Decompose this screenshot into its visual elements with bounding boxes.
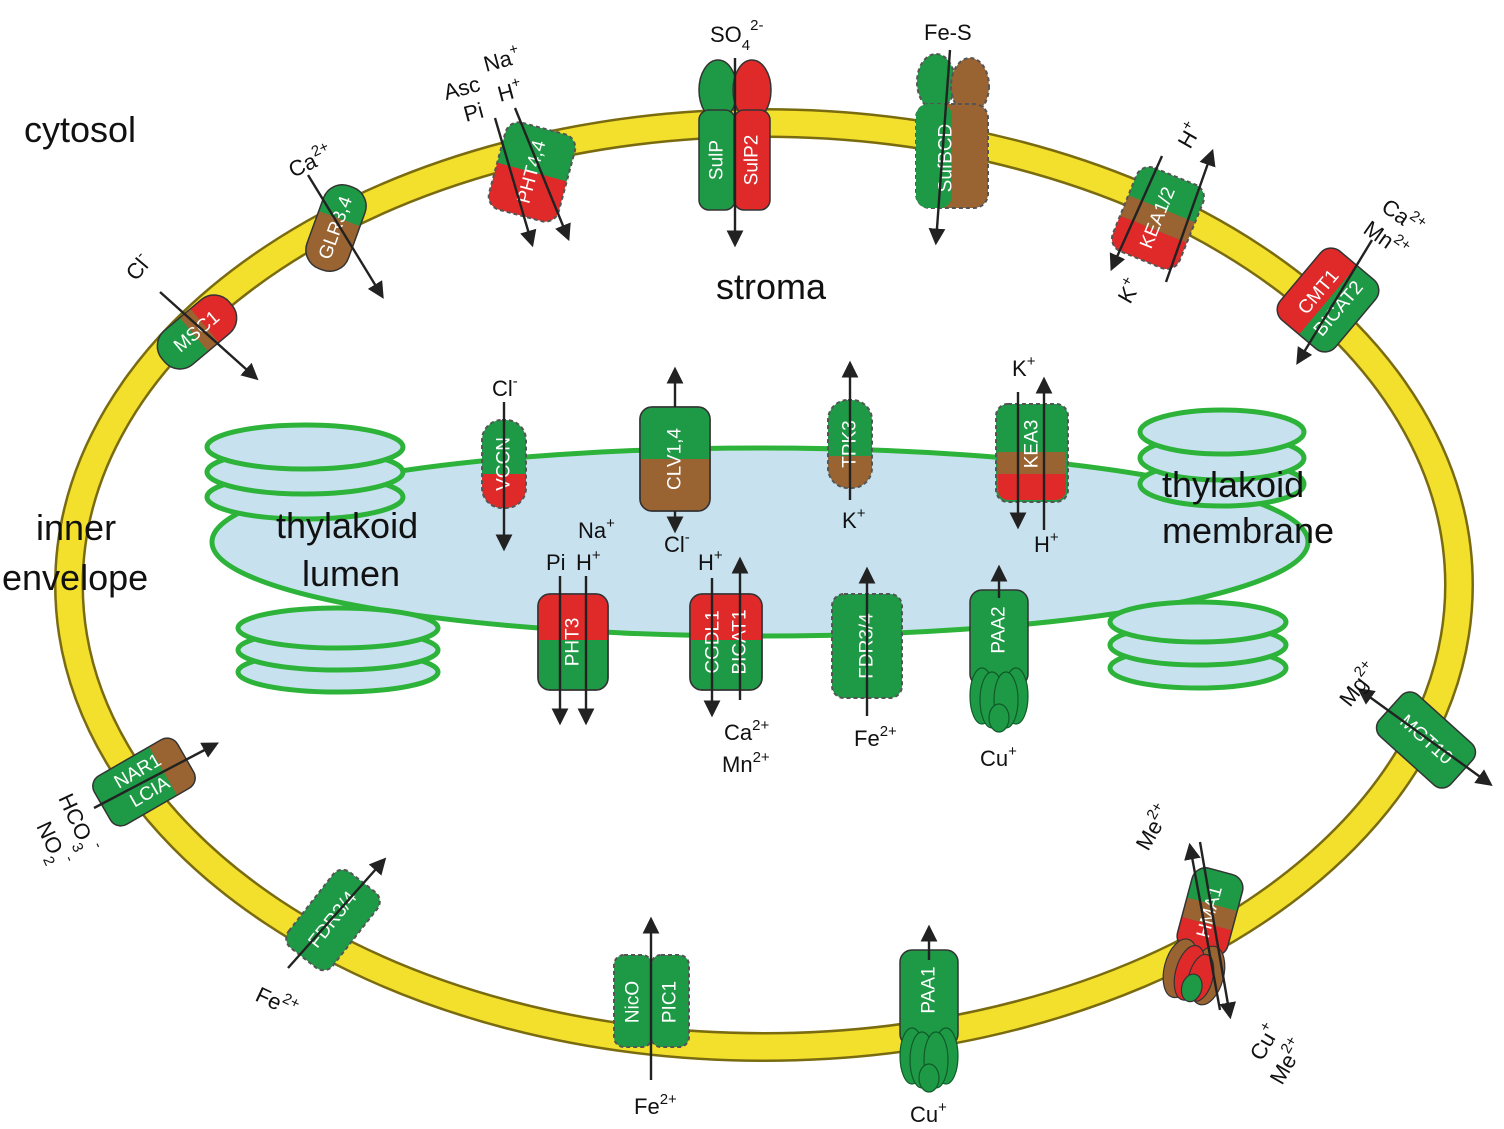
paa2-atpase: PAA2	[969, 589, 1029, 733]
clv14-substrate-cl: Cl-	[664, 529, 690, 557]
inner-envelope-label-line1: inner	[36, 507, 116, 548]
sufbcd-arrow	[928, 49, 952, 246]
clv14-label: CLV1,4	[665, 428, 686, 490]
fdr34-envelope-substrate-fe: Fe2+	[252, 979, 303, 1023]
paa1-substrate-cu: Cu+	[910, 1099, 947, 1127]
pht3-substrate-h: H+	[576, 547, 601, 575]
sufbcd-transporter: SufBCD	[915, 53, 990, 209]
kea3-substrate-h: H+	[1034, 529, 1059, 557]
grana-stack-right-lower	[1107, 599, 1289, 691]
paa1-label: PAA1	[919, 966, 940, 1013]
sulp-substrate-so4: SO42-	[710, 17, 763, 54]
sulp2-label: SulP2	[742, 135, 763, 186]
tpk3-substrate-k: K+	[842, 505, 866, 533]
pht44-substrate-h: H+	[494, 73, 525, 106]
hma1-arrow-in	[1198, 841, 1236, 1020]
kea3-substrate-k: K+	[1012, 353, 1036, 381]
sufbcd-label: SufBCD	[936, 124, 957, 193]
grana-stack-left-upper	[204, 422, 406, 522]
sulp-label: SulP	[707, 140, 728, 180]
pht3-transporter: PHT3	[537, 593, 609, 691]
grana-stack-left-lower	[235, 605, 441, 695]
cmt1-bicat2-transporter: CMT1 BICAT2	[1271, 242, 1385, 358]
hma1-atpase: HMA1	[1162, 864, 1246, 1006]
sufbcd-substrate-fes: Fe-S	[924, 20, 972, 45]
nico-label: NicO	[623, 981, 644, 1023]
thylakoid-lumen-label-line2: lumen	[302, 553, 400, 594]
msc1-transporter: MSC1	[149, 286, 245, 378]
thylakoid-membrane-label-line2: membrane	[1162, 510, 1334, 551]
fdr34-envelope-arrow	[287, 857, 387, 969]
sulp-sulp2-transporter: SulP SulP2	[698, 59, 772, 211]
kea3-label: KEA3	[1022, 420, 1043, 469]
pht44-arrow-2	[513, 107, 571, 242]
cytosol-label: cytosol	[24, 109, 136, 150]
nico-substrate-fe: Fe2+	[634, 1091, 677, 1119]
stroma-label: stroma	[716, 266, 827, 307]
thylakoid-membrane-label-line1: thylakoid	[1162, 464, 1304, 505]
hma1-arrow-out	[1184, 842, 1222, 1011]
cgdl1-bicat1-transporter: CGDL1 BICAT1	[689, 593, 763, 691]
hma1-substrate-me-top: Me2+	[1128, 799, 1176, 854]
cgdl1-substrate-h: H+	[698, 547, 723, 575]
cmt1-arrow	[1296, 239, 1374, 365]
pht44-arrow-1	[493, 117, 537, 248]
pic1-label: PIC1	[660, 981, 681, 1023]
thylakoid-lumen-label-line1: thylakoid	[276, 505, 418, 546]
pht3-substrate-na: Na+	[578, 515, 615, 543]
cgdl1-substrate-ca: Ca2+	[724, 717, 769, 745]
kea12-arrow-k	[1109, 155, 1164, 272]
paa1-atpase: PAA1	[899, 949, 959, 1093]
msc1-substrate-cl: Cl-	[118, 247, 156, 285]
cgdl1-substrate-mn: Mn2+	[722, 749, 770, 777]
kea12-substrate-k: K+	[1110, 273, 1146, 308]
nar1-arrow	[93, 742, 219, 810]
paa2-substrate-cu: Cu+	[980, 743, 1017, 771]
kea12-antiporter: KEA1/2	[1107, 162, 1209, 274]
msc1-arrow	[159, 291, 259, 381]
grana-stack-right-upper	[1137, 407, 1307, 509]
vccn-substrate-cl: Cl-	[492, 373, 518, 401]
paa2-label: PAA2	[989, 606, 1010, 653]
fdr34-thylakoid-substrate-fe: Fe2+	[854, 723, 897, 751]
pht44-substrate-pi: Pi	[461, 98, 486, 127]
clv14-channel: CLV1,4	[639, 406, 711, 512]
inner-envelope-label-line2: envelope	[2, 557, 148, 598]
nico-pic1-transporter: NicO PIC1	[613, 954, 690, 1048]
glr34-arrow	[306, 174, 384, 299]
kea12-arrow-h	[1164, 148, 1216, 283]
kea3-antiporter: KEA3	[995, 403, 1069, 503]
pht3-label: PHT3	[563, 618, 584, 667]
pht44-substrate-na: Na+	[480, 40, 523, 77]
mgt10-arrow	[1357, 688, 1493, 786]
pht3-substrate-pi: Pi	[546, 550, 566, 575]
kea12-substrate-h: H+	[1170, 117, 1207, 153]
